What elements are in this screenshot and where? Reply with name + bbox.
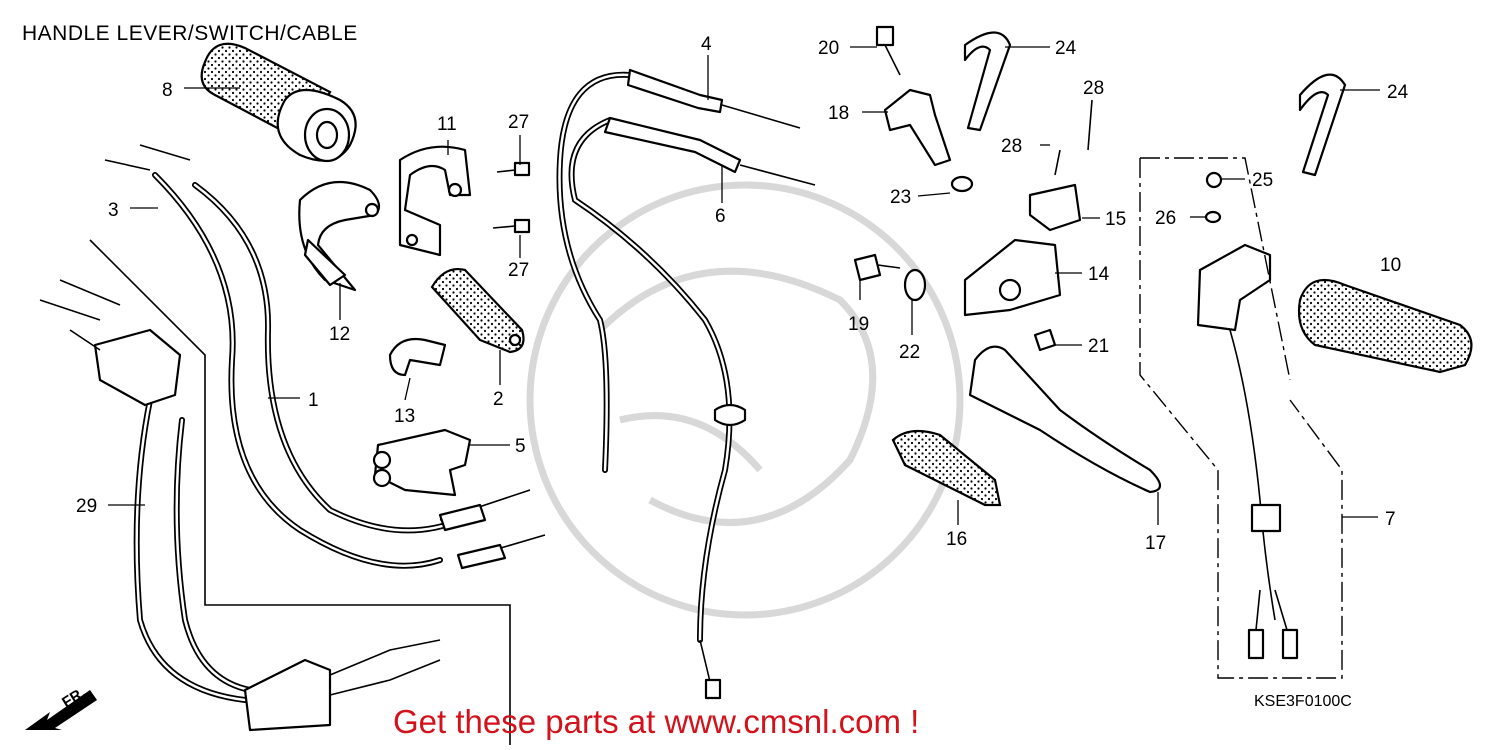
callout-29: 29 — [76, 496, 97, 517]
engine-stop-switch — [1196, 171, 1299, 660]
clutch-cables — [556, 68, 816, 700]
callout-labels: 8 3 1 29 11 12 13 2 5 27 27 4 6 20 18 24… — [76, 34, 1409, 554]
grip-cover — [430, 268, 525, 354]
callout-14: 14 — [1088, 264, 1110, 285]
callout-20: 20 — [818, 38, 839, 59]
callout-28a: 28 — [1083, 78, 1104, 99]
clutch-lever — [968, 345, 1162, 494]
cable-junction — [372, 428, 472, 497]
watermark-logo — [526, 181, 964, 619]
callout-28b: 28 — [1001, 136, 1022, 157]
callout-1: 1 — [308, 390, 319, 411]
callout-23: 23 — [890, 187, 911, 208]
clutch-lever-bracket — [963, 99, 1093, 352]
throttle-cables — [39, 144, 546, 732]
callout-4: 4 — [701, 34, 712, 55]
callout-22: 22 — [899, 342, 920, 363]
front-arrow-icon: FR. — [25, 684, 97, 730]
screw-27 — [492, 161, 531, 234]
diagram-title: HANDLE LEVER/SWITCH/CABLE — [22, 22, 358, 45]
left-grip — [1297, 278, 1473, 374]
callout-17: 17 — [1145, 533, 1166, 554]
throttle-cap — [388, 337, 447, 377]
callout-25: 25 — [1252, 170, 1273, 191]
leader-lines — [108, 46, 1380, 525]
callout-15: 15 — [1105, 209, 1126, 230]
adjuster-19-22 — [853, 253, 927, 302]
housing-clamp — [398, 145, 472, 257]
callout-7: 7 — [1385, 509, 1396, 530]
cable-tie-right — [1298, 73, 1347, 177]
callout-8: 8 — [162, 80, 173, 101]
callout-16: 16 — [946, 529, 967, 550]
callout-24b: 24 — [1387, 82, 1409, 103]
promo-banner-link[interactable]: Get these parts at www.cmsnl.com ! — [393, 703, 920, 740]
callout-2: 2 — [493, 389, 504, 410]
group-frame-7 — [1139, 157, 1343, 679]
lever-guard — [891, 429, 1002, 507]
callout-6: 6 — [715, 206, 726, 227]
callout-18: 18 — [828, 103, 849, 124]
callout-19: 19 — [848, 314, 869, 335]
lever-bracket — [875, 25, 974, 193]
callout-21: 21 — [1088, 336, 1109, 357]
cable-tie-left — [963, 31, 1012, 132]
throttle-housing — [298, 180, 381, 292]
callout-12: 12 — [329, 324, 350, 345]
callout-27a: 27 — [508, 112, 529, 133]
callout-5: 5 — [515, 436, 526, 457]
callout-24a: 24 — [1055, 38, 1077, 59]
callout-11: 11 — [437, 114, 457, 135]
callout-27b: 27 — [508, 260, 529, 281]
group-frame-29 — [89, 239, 511, 745]
throttle-grip — [200, 42, 357, 163]
diagram-code: KSE3F0100C — [1254, 693, 1352, 710]
callout-13: 13 — [394, 406, 415, 427]
callout-10: 10 — [1380, 255, 1401, 276]
callout-3: 3 — [108, 200, 119, 221]
callout-26: 26 — [1155, 208, 1176, 229]
